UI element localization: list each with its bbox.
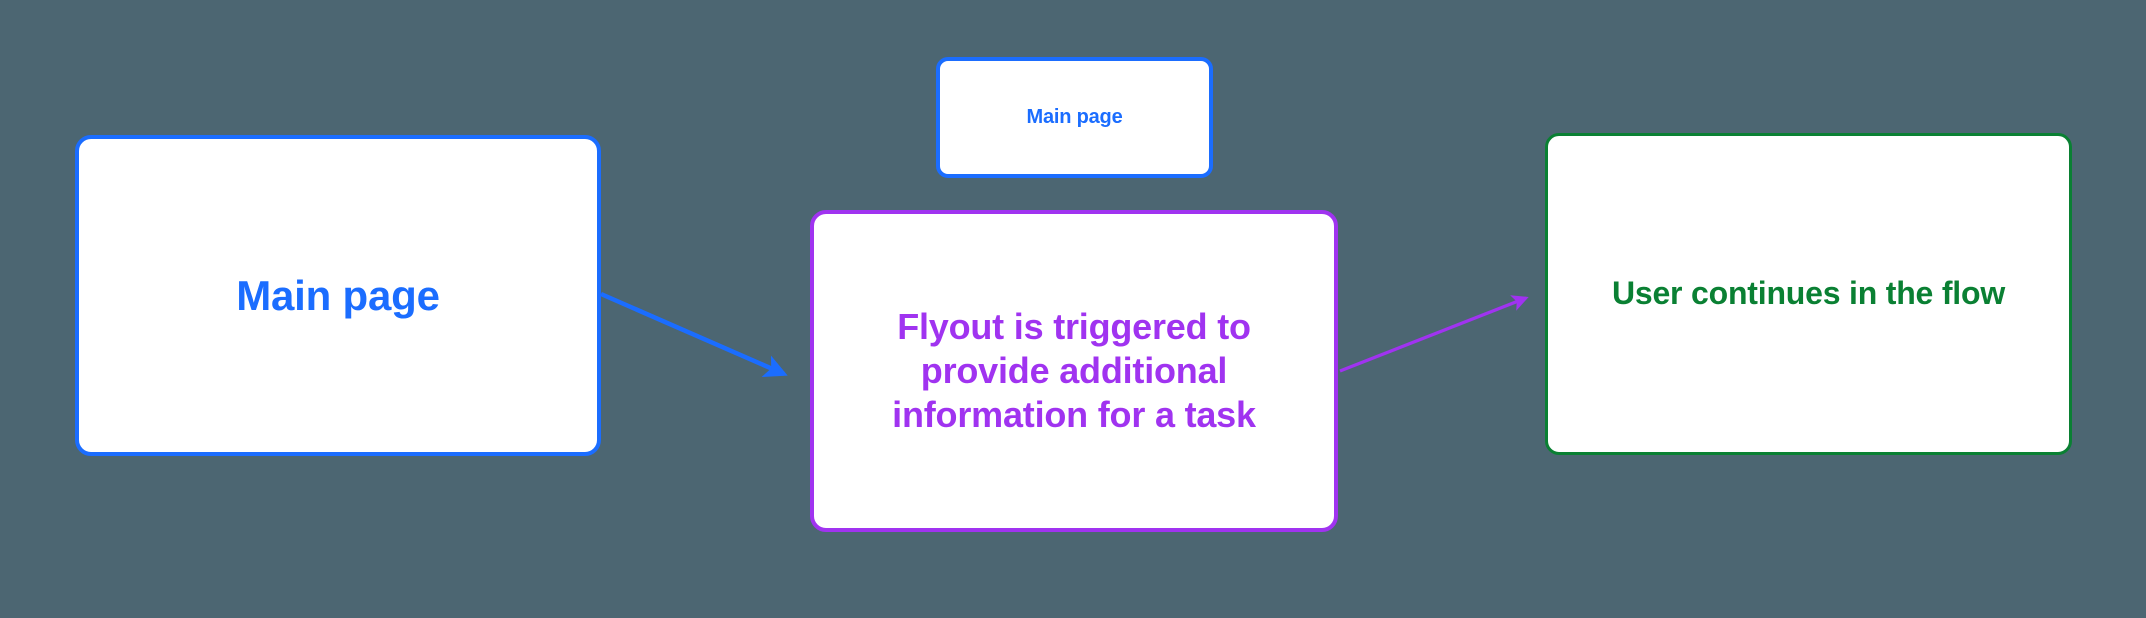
node-main-page-small-label: Main page (1026, 105, 1123, 128)
node-flyout[interactable]: Flyout is triggered to provide additiona… (810, 210, 1338, 532)
connector-flyout-to-user-continues (1339, 295, 1529, 373)
node-main-page-large[interactable]: Main page (75, 135, 601, 456)
node-user-continues[interactable]: User continues in the flow (1545, 133, 2072, 455)
connector-main-page-to-flyout (600, 291, 788, 377)
node-main-page-large-label: Main page (236, 271, 440, 319)
node-user-continues-label: User continues in the flow (1611, 275, 2006, 312)
node-flyout-label: Flyout is triggered to provide additiona… (892, 306, 1256, 435)
node-main-page-small[interactable]: Main page (936, 57, 1213, 178)
